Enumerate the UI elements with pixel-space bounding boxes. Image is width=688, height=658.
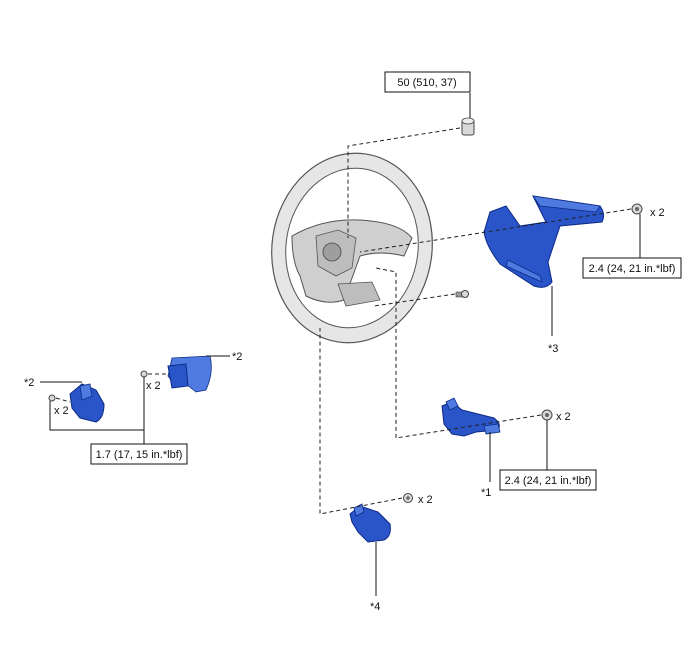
callout-4: *4 xyxy=(370,601,380,613)
switch4-screw-qty: x 2 xyxy=(418,494,433,506)
torque-nut-label: 50 (510, 37) xyxy=(397,77,456,89)
callout-3: *3 xyxy=(548,343,558,355)
torque-box-cover: 2.4 (24, 21 in.*lbf) xyxy=(582,257,682,279)
center-screw xyxy=(455,290,469,298)
paddle-switch-right xyxy=(167,355,212,393)
torque-box-switch1: 2.4 (24, 21 in.*lbf) xyxy=(499,469,597,491)
paddle-left-screw xyxy=(48,394,56,402)
cover-screw-qty: x 2 xyxy=(650,207,665,219)
torque-cover-label: 2.4 (24, 21 in.*lbf) xyxy=(589,263,676,275)
torque-paddle-label: 1.7 (17, 15 in.*lbf) xyxy=(96,449,183,461)
paddle-right-screw xyxy=(140,370,148,378)
paddle-right-qty: x 2 xyxy=(146,380,161,392)
switch1-dash-line xyxy=(375,267,542,439)
paddle-torque-bracket xyxy=(49,377,145,431)
torque-box-paddle: 1.7 (17, 15 in.*lbf) xyxy=(90,443,188,465)
steering-switch-part-1 xyxy=(441,397,501,437)
callout-2-left: *2 xyxy=(24,377,34,389)
steering-wheel xyxy=(271,152,433,344)
cover-screw xyxy=(631,203,643,215)
steering-nut xyxy=(461,117,475,136)
steering-cover-part-3 xyxy=(483,195,605,288)
switch1-screw-qty: x 2 xyxy=(556,411,571,423)
paddle-switch-left xyxy=(69,383,105,423)
nut-dash-line xyxy=(347,127,461,238)
cover-dash-line xyxy=(359,208,632,253)
steering-switch-part-4 xyxy=(349,503,391,543)
paddle-left-dash xyxy=(55,397,71,403)
switch4-screw xyxy=(403,493,413,503)
callout-1: *1 xyxy=(481,487,491,499)
callout-2-right: *2 xyxy=(232,351,242,363)
paddle-left-qty: x 2 xyxy=(54,405,69,417)
switch1-screw xyxy=(541,409,553,421)
torque-box-nut: 50 (510, 37) xyxy=(384,71,471,93)
switch4-dash-line xyxy=(319,328,403,515)
torque-switch1-label: 2.4 (24, 21 in.*lbf) xyxy=(505,475,592,487)
